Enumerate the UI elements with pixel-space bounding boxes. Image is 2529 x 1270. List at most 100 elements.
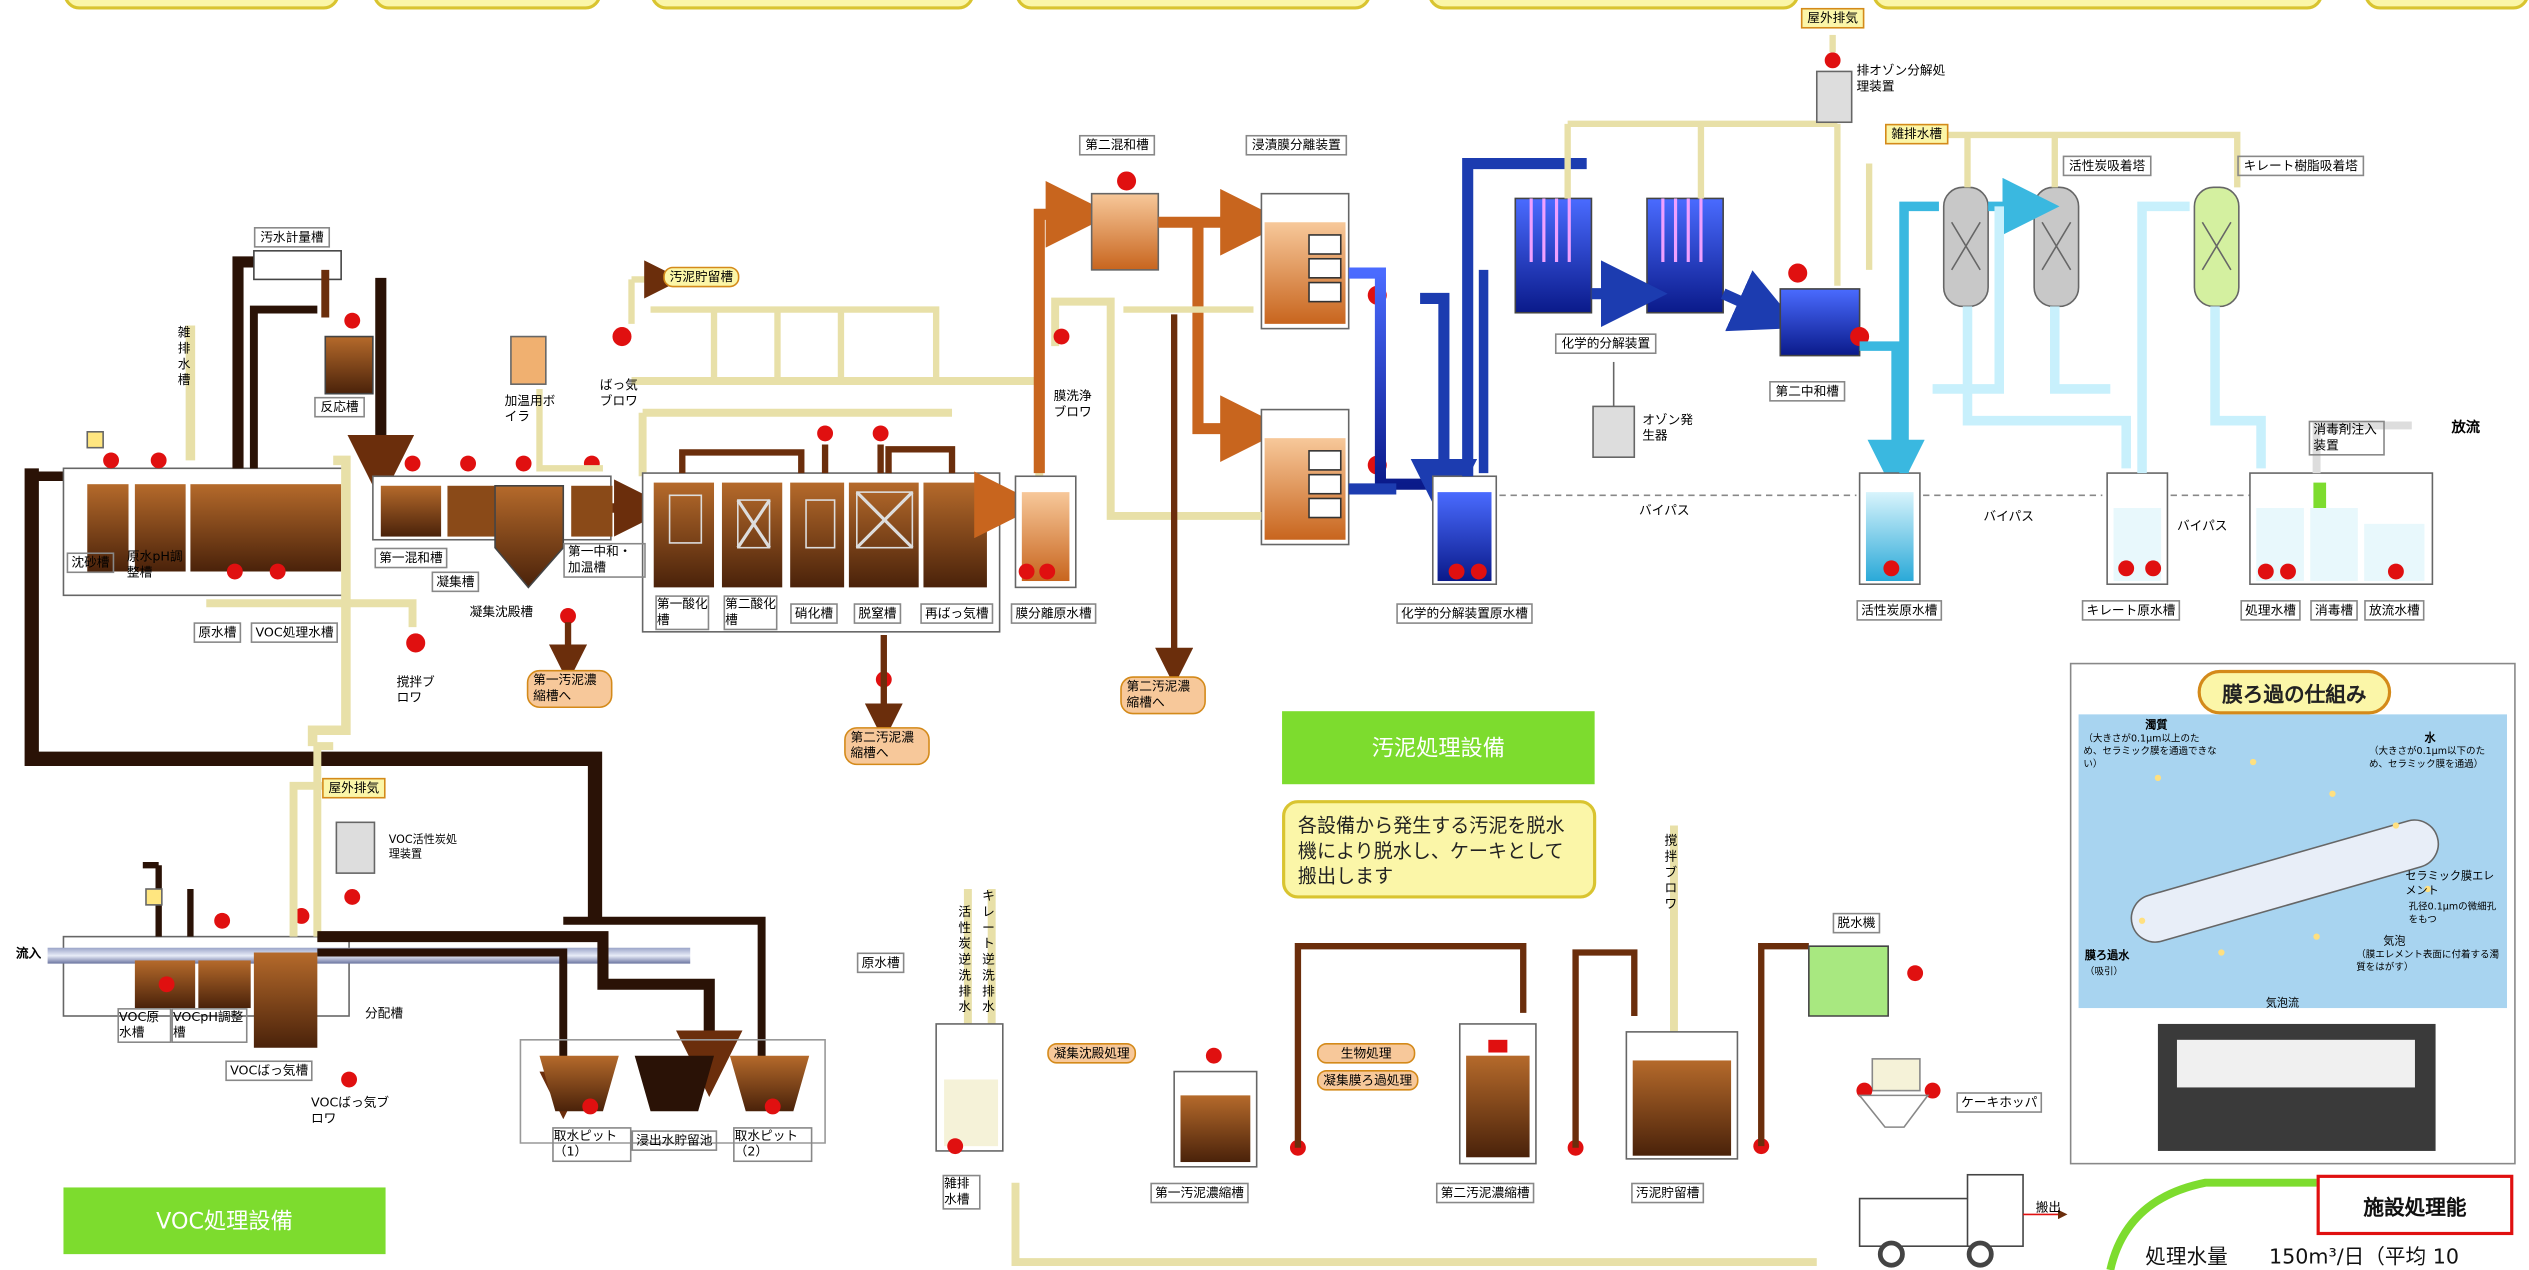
label-coagulation: 凝集槽 — [431, 571, 480, 593]
label-coag-settle-proc: 凝集沈殿処理 — [1047, 1042, 1137, 1064]
membrane-ceramic-note: 孔径0.1μmの微細孔をもつ — [2408, 901, 2497, 926]
label-coag-settling: 凝集沈殿槽 — [469, 604, 534, 620]
ac-chelate — [1858, 131, 2434, 585]
label-first-sludge-thick: 第一汚泥濃縮槽 — [1150, 1182, 1249, 1204]
label-ac-backwash: 活性炭逆洗排水 — [958, 904, 972, 1015]
label-coag-membrane-proc: 凝集膜ろ過処理 — [1316, 1069, 1419, 1091]
label-chelate-raw: キレート原水槽 — [2081, 600, 2181, 621]
label-immersion-membrane: 浸漬膜分離装置 — [1245, 134, 1348, 156]
sludge-section — [935, 825, 2068, 1268]
label-first-sludge-to: 第一汚泥濃縮槽へ — [526, 669, 613, 709]
label-distribution: 分配槽 — [364, 1006, 404, 1021]
capacity-value: 150m³/日（平均 10 — [2268, 1246, 2459, 1270]
left-tanks — [24, 250, 683, 921]
label-disinfect-tank: 消毒槽 — [2310, 600, 2358, 621]
label-ozone-decomp: 排オゾン分解処理装置 — [1856, 63, 1946, 94]
label-bypass-1: バイパス — [1639, 503, 1690, 518]
label-cake-hopper: ケーキホッパ — [1956, 1092, 2043, 1113]
label-sewage-meter: 汚水計量槽 — [253, 227, 331, 248]
label-discharge: 放流 — [2451, 420, 2481, 437]
label-raw-water-small: 原水槽 — [856, 952, 905, 974]
label-discharge-tank: 放流水槽 — [2364, 600, 2425, 621]
label-inflow: 流入 — [15, 946, 42, 961]
label-outdoor-exhaust-top: 屋外排気 — [1800, 7, 1865, 29]
membrane-section — [1033, 171, 1478, 686]
label-misc-drain-top: 雑排水槽 — [1884, 123, 1949, 145]
sludge-section-note: 各設備から発生する汚泥を脱水機により脱水し、ケーキとして搬出します — [1282, 800, 1597, 899]
label-chelate-backwash: キレート逆洗排水 — [982, 889, 995, 1015]
label-sludge-storage-pill: 汚泥貯留槽 — [663, 266, 740, 288]
membrane-title: 膜ろ過の仕組み — [2197, 669, 2392, 715]
label-ac-tower: 活性炭吸着塔 — [2062, 155, 2152, 177]
membrane-ceramic: セラミック膜エレメント — [2405, 869, 2495, 897]
membrane-bubbles: 気泡 — [2383, 935, 2406, 948]
membrane-turbidity-note: （大きさが0.1μm以上のため、セラミック膜を通過できない） — [2083, 733, 2217, 770]
label-second-sludge-to-a: 第二汚泥濃縮槽へ — [844, 727, 930, 766]
label-treated-tank: 処理水槽 — [2240, 600, 2301, 621]
label-sand-settling: 沈砂槽 — [66, 552, 115, 574]
label-second-nitr: 第二酸化槽 — [723, 595, 778, 631]
label-sludge-storage: 汚泥貯留槽 — [1631, 1182, 1705, 1204]
membrane-water: 水 — [2424, 731, 2436, 745]
label-voc-aeration: VOCばっ気槽 — [225, 1060, 313, 1082]
label-raw-water-tank: 原水槽 — [193, 622, 242, 643]
membrane-water-note: （大きさが0.1μm以下のため、セラミック膜を通過） — [2368, 746, 2486, 770]
label-chem-decomp: 化学的分解装置 — [1554, 333, 1657, 355]
label-leachate-pond: 浸出水貯留池 — [631, 1130, 718, 1151]
label-raw-ph: 原水pH調整槽 — [126, 549, 183, 580]
label-voc-ac: VOC活性炭処理装置 — [388, 833, 458, 861]
label-aeration-blower: ばっ気ブロワ — [599, 377, 638, 408]
label-second-neutral: 第二中和槽 — [1769, 381, 1846, 402]
label-voc-treated: VOC処理水槽 — [250, 622, 339, 643]
label-reaction-tank: 反応槽 — [314, 396, 365, 418]
label-outdoor-exhaust-voc: 屋外排気 — [322, 777, 386, 799]
sludge-section-banner: 汚泥処理設備 — [1282, 711, 1595, 785]
label-bypass-3: バイパス — [2176, 519, 2228, 534]
label-first-nitr: 第一酸化槽 — [655, 595, 710, 631]
label-voc-aeration-blower: VOCばっ気ブロワ — [310, 1095, 390, 1126]
label-intake-pit-1: 取水ピット（1） — [552, 1127, 632, 1163]
label-nitrification: 硝化槽 — [790, 603, 838, 624]
label-carry-out: 搬出 — [2035, 1200, 2062, 1215]
label-disinfectant: 消毒剤注入装置 — [2308, 420, 2385, 456]
membrane-filtered-note: （吸引） — [2084, 966, 2124, 978]
voc-section — [47, 742, 826, 1144]
label-dehydrator: 脱水機 — [1832, 912, 1881, 934]
label-second-sludge-thick: 第二汚泥濃縮槽 — [1435, 1182, 1535, 1204]
label-ac-raw: 活性炭原水槽 — [1856, 600, 1943, 621]
label-first-mix: 第一混和槽 — [374, 547, 448, 569]
bio-tanks — [631, 306, 1077, 742]
label-reaeration: 再ばっ気槽 — [920, 603, 994, 624]
membrane-turbidity: 濁質 — [2145, 719, 2168, 732]
voc-section-banner: VOC処理設備 — [63, 1187, 386, 1255]
chem-decomp — [1431, 34, 1925, 585]
membrane-filtered: 膜ろ過水 — [2084, 949, 2130, 963]
label-chem-decomp-raw: 化学的分解装置原水槽 — [1396, 603, 1533, 624]
label-ozone-generator: オゾン発生器 — [1642, 412, 1694, 443]
membrane-explainer — [2069, 662, 2516, 1165]
label-stir-blower-v: 撹拌ブロワ — [1664, 833, 1678, 912]
label-misc-drain-bottom: 雑排水槽 — [942, 1174, 981, 1210]
label-bio-proc: 生物処理 — [1316, 1042, 1416, 1064]
membrane-bubble-flow: 気泡流 — [2265, 996, 2300, 1010]
label-membrane-raw: 膜分離原水槽 — [1010, 603, 1097, 624]
label-chelate-tower: キレート樹脂吸着塔 — [2237, 155, 2365, 177]
capacity-curve — [2106, 1178, 2488, 1270]
label-voc-raw: VOC原水槽 — [117, 1008, 172, 1043]
label-heating-boiler: 加温用ボイラ — [504, 393, 556, 424]
capacity-label: 処理水量 — [2145, 1246, 2228, 1270]
capacity-title: 施設処理能 — [2316, 1174, 2514, 1236]
label-misc-drain-v: 雑排水槽 — [177, 325, 191, 388]
label-membrane-wash-blower: 膜洗浄ブロワ — [1053, 388, 1092, 420]
label-denitrification: 脱窒槽 — [853, 603, 902, 624]
label-second-mix: 第二混和槽 — [1078, 134, 1156, 156]
label-first-neutral: 第一中和・加温槽 — [563, 542, 646, 578]
label-intake-pit-2: 取水ピット（2） — [733, 1127, 813, 1163]
label-second-sludge-to-b: 第二汚泥濃縮槽へ — [1120, 676, 1206, 715]
membrane-bubbles-note: （膜エレメント表面に付着する濁質をはがす） — [2356, 949, 2500, 974]
label-voc-ph: VOCpH調整槽 — [171, 1008, 248, 1043]
label-stir-blower: 撹拌ブロワ — [396, 674, 435, 705]
label-bypass-2: バイパス — [1983, 509, 2034, 524]
